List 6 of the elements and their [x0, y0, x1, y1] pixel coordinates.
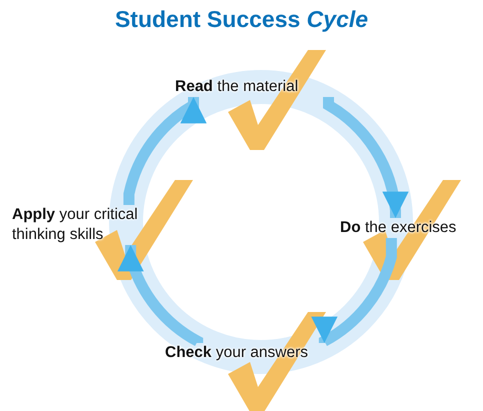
cycle-arrow	[117, 245, 204, 347]
cycle-arrow	[311, 238, 397, 347]
cycle-arrow	[323, 97, 409, 218]
step-label: Apply your critical thinking skills	[12, 205, 180, 245]
title: Student Success Cycle	[114, 6, 370, 33]
cycle-arrow	[123, 97, 207, 205]
